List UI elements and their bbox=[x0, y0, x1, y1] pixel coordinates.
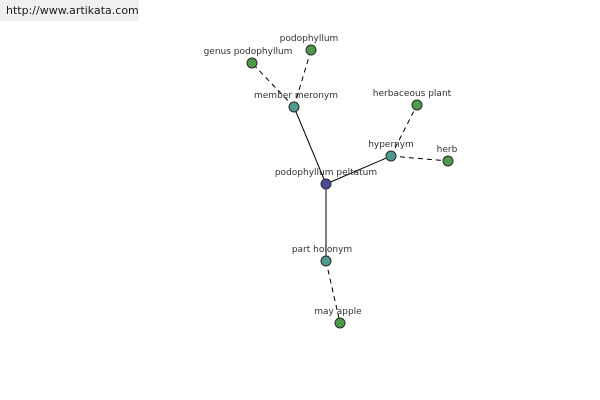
edge-hypernym-to-herbaceous-plant bbox=[390, 104, 418, 157]
label-member-meronym: member meronym bbox=[254, 91, 338, 101]
edge-part-holonym-to-may-apple bbox=[325, 260, 341, 324]
node-may-apple[interactable] bbox=[334, 317, 346, 329]
edge-hypernym-to-herb bbox=[390, 155, 449, 162]
graph-edges bbox=[251, 49, 449, 324]
label-part-holonym: part holonym bbox=[292, 245, 352, 255]
graph-labels: podophyllum peltatum member meronym hypern… bbox=[204, 34, 458, 317]
node-root[interactable] bbox=[320, 178, 332, 190]
label-may-apple: may apple bbox=[314, 307, 362, 317]
edge-member-meronym-to-podophyllum bbox=[293, 49, 312, 108]
node-herbaceous-plant[interactable] bbox=[411, 99, 423, 111]
label-root: podophyllum peltatum bbox=[275, 168, 377, 178]
node-genus-podophyllum[interactable] bbox=[246, 57, 258, 69]
edge-root-to-member-meronym bbox=[293, 106, 327, 185]
node-podophyllum[interactable] bbox=[305, 44, 317, 56]
edge-root-to-hypernym bbox=[325, 155, 392, 185]
label-herb: herb bbox=[437, 145, 458, 155]
node-part-holonym[interactable] bbox=[320, 255, 332, 267]
node-hypernym[interactable] bbox=[385, 150, 397, 162]
node-member-meronym[interactable] bbox=[288, 101, 300, 113]
edge-member-meronym-to-genus-podophyllum bbox=[251, 62, 295, 108]
node-herb[interactable] bbox=[442, 155, 454, 167]
source-link[interactable]: http://www.artikata.com bbox=[0, 0, 139, 21]
graph-nodes bbox=[246, 44, 454, 329]
label-genus-podophyllum: genus podophyllum bbox=[204, 47, 293, 57]
label-hypernym: hypernym bbox=[368, 140, 414, 150]
label-podophyllum: podophyllum bbox=[280, 34, 339, 44]
label-herbaceous-plant: herbaceous plant bbox=[373, 89, 452, 99]
